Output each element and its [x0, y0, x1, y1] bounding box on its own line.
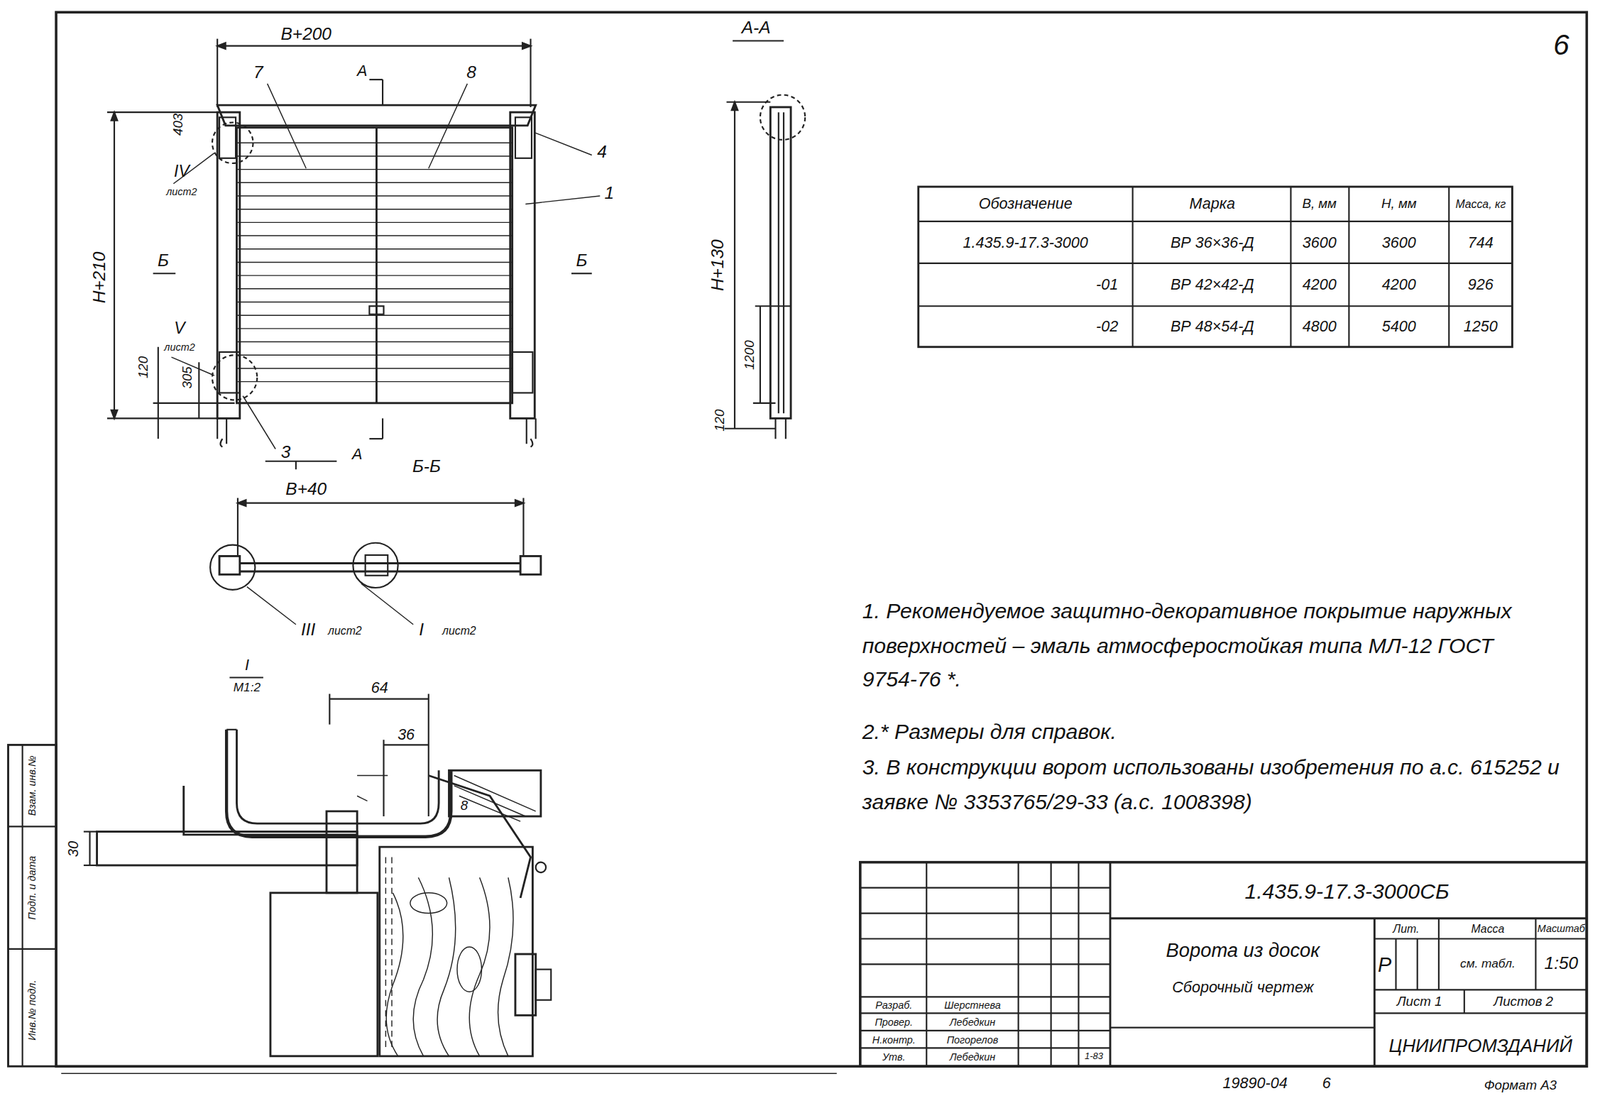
margin-field: Инв.№ подл. — [26, 980, 38, 1041]
detail-mark: I — [244, 656, 250, 674]
organization: ЦНИИПРОМЗДАНИЙ — [1389, 1037, 1573, 1057]
drawing-name: Ворота из досок — [1166, 940, 1321, 962]
dimension: 30 — [65, 841, 81, 857]
table-header: В, мм — [1301, 196, 1336, 212]
sheet-number: 6 — [1553, 30, 1569, 62]
detail-mark: I — [418, 621, 424, 641]
table-header: Обозначение — [978, 195, 1073, 213]
drawing-code: 1.435.9-17.3-3000СБ — [1244, 878, 1449, 903]
table-cell: 4800 — [1302, 318, 1337, 336]
dimension: В+200 — [281, 24, 332, 45]
dimension: 1200 — [742, 340, 758, 370]
section-mark: А — [357, 63, 367, 81]
table-cell: 3600 — [1302, 234, 1337, 252]
note: 2.* Размеры для справок. — [862, 714, 1537, 749]
title-value: Листов 2 — [1493, 994, 1554, 1010]
title-value: Лист 1 — [1396, 994, 1443, 1010]
signature-name: Шерстнева — [944, 999, 1001, 1011]
note: 1. Рекомендуемое защитно-декоративное по… — [862, 594, 1537, 698]
margin-field: Подп. и дата — [26, 856, 38, 920]
signature-name: Погорелов — [946, 1034, 999, 1046]
sheet-ref: лист2 — [327, 624, 363, 637]
title-field: Масштаб — [1537, 922, 1586, 935]
table-cell: 5400 — [1382, 318, 1417, 336]
title-value: см. табл. — [1460, 957, 1516, 972]
table-cell: 926 — [1467, 276, 1494, 294]
title-field: Лит. — [1392, 922, 1419, 935]
section-mark: Б — [575, 251, 588, 272]
table-cell: 4200 — [1382, 276, 1417, 294]
title-value: 1:50 — [1544, 954, 1579, 974]
title-field: Провер. — [874, 1016, 913, 1028]
format: Формат А3 — [1484, 1078, 1557, 1094]
table-cell: -02 — [1096, 318, 1119, 336]
table-cell: -01 — [1096, 276, 1119, 294]
sheet-ref: лист2 — [166, 185, 197, 198]
sheet-number: 6 — [1322, 1075, 1331, 1093]
margin-field: Взам. инв.№ — [26, 755, 38, 816]
dimension: 403 — [171, 113, 186, 136]
table-cell: 4200 — [1302, 276, 1337, 294]
dimension: 120 — [136, 356, 152, 379]
table-cell: 3600 — [1382, 234, 1417, 252]
section-title: А-А — [741, 19, 771, 39]
section-mark: Б — [157, 251, 169, 272]
callout-number: 3 — [281, 443, 292, 463]
dimension: 305 — [180, 366, 196, 389]
title-value: Р — [1377, 953, 1392, 977]
table-cell: 744 — [1467, 234, 1494, 252]
title-field: Масса — [1470, 922, 1505, 935]
callout-number: 1 — [604, 184, 615, 204]
sheet-ref: лист2 — [163, 341, 195, 353]
drawing-type: Сборочный чертеж — [1171, 979, 1314, 997]
dimension: 120 — [713, 409, 729, 432]
table-header: Марка — [1189, 195, 1236, 213]
title-field: Утв. — [882, 1051, 906, 1063]
table-cell: ВР 36×36-Д — [1170, 234, 1255, 252]
dimension: 8 — [460, 798, 468, 814]
dimension: В+40 — [285, 480, 327, 500]
archive-number: 19890-04 — [1223, 1075, 1288, 1093]
title-field: Разраб. — [875, 999, 913, 1011]
table-header: Н, мм — [1381, 196, 1417, 212]
callout-number: 7 — [253, 63, 264, 84]
table-header: Масса, кг — [1455, 198, 1506, 211]
detail-mark: III — [300, 621, 316, 641]
signature-name: Лебедкин — [949, 1016, 996, 1028]
callout-number: 8 — [466, 63, 477, 84]
dimension: 36 — [397, 726, 415, 744]
note: 3. В конструкции ворот использованы изоб… — [862, 750, 1567, 820]
section-mark: А — [352, 445, 363, 463]
sheet-ref: лист2 — [442, 624, 477, 637]
callout-number: 4 — [596, 143, 607, 163]
dimension: Н+130 — [709, 239, 729, 292]
table-cell: ВР 48×54-Д — [1170, 318, 1255, 336]
dimension: 64 — [371, 679, 389, 697]
table-cell: ВР 42×42-Д — [1170, 276, 1255, 294]
scale: М1:2 — [233, 680, 261, 695]
detail-mark: IV — [173, 162, 190, 181]
date: 1-83 — [1084, 1051, 1104, 1062]
table-cell: 1250 — [1463, 318, 1498, 336]
dimension: Н+210 — [90, 251, 110, 304]
table-cell: 1.435.9-17.3-3000 — [963, 234, 1089, 252]
signature-name: Лебедкин — [949, 1051, 996, 1063]
title-field: Н.контр. — [872, 1034, 916, 1046]
section-title: Б-Б — [412, 457, 441, 478]
detail-mark: V — [173, 319, 185, 338]
